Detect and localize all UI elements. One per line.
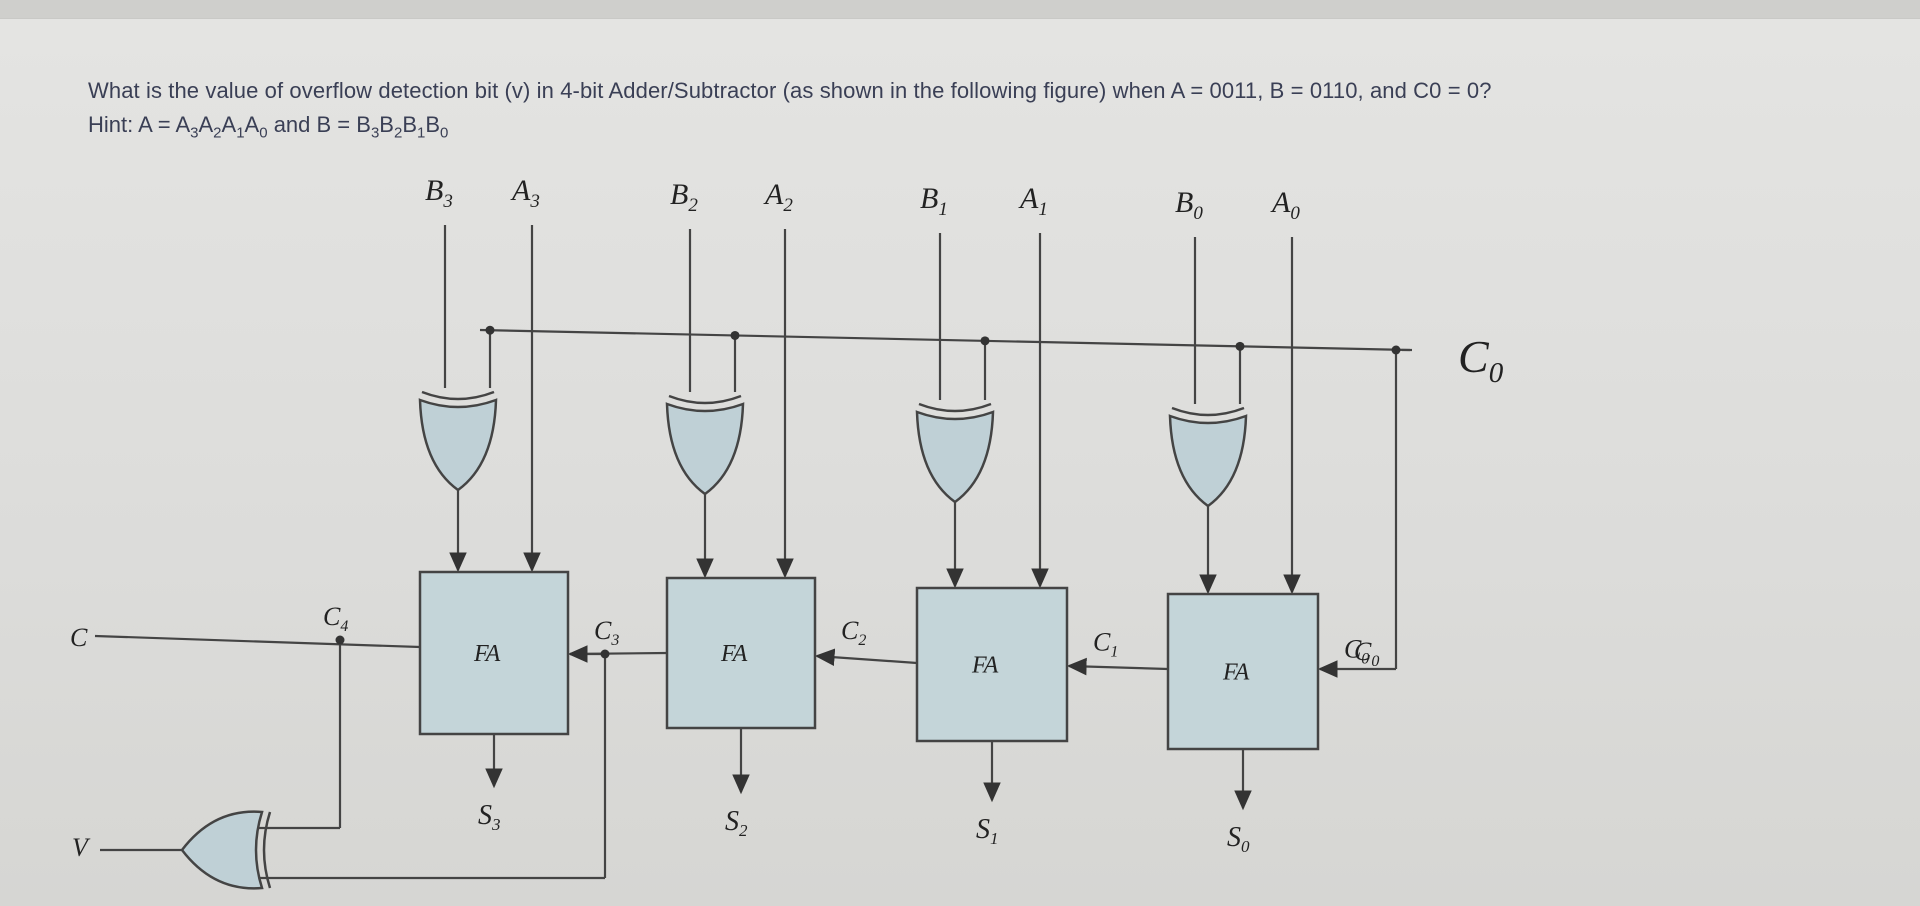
hint-middle: and B =: [267, 112, 357, 137]
label-a1: A1: [1018, 182, 1048, 220]
page-top-strip: [0, 0, 1920, 18]
wire-c2: [814, 648, 918, 667]
overflow-xor-back: [262, 811, 272, 889]
xor-back-curve-0: [421, 390, 495, 401]
label-b1: B1: [920, 182, 948, 220]
hint-a-term-3: A0: [244, 112, 268, 142]
junction-c0-1: [730, 330, 740, 340]
xor-back-curve-3: [1171, 406, 1245, 417]
full-adder-1: [665, 576, 817, 730]
label-a3: A3: [510, 174, 540, 212]
xor-gate-0: [418, 398, 498, 492]
hint-a-term-0: A3: [175, 112, 199, 142]
label-c0: C0: [1344, 635, 1369, 668]
junction-c4: [335, 635, 345, 645]
hint-b-term-0: B3: [356, 112, 380, 142]
fa-label-3: FA: [1222, 660, 1250, 686]
junction-c0-2: [980, 336, 990, 346]
full-adder-2: [915, 586, 1069, 743]
label-c1: C1: [1093, 628, 1118, 661]
junction-c0-3: [1235, 341, 1245, 351]
label-c: C: [70, 623, 88, 652]
label-a2: A2: [763, 178, 793, 216]
hint-prefix: Hint: A =: [88, 112, 176, 137]
hint-a-term-1: A2: [198, 112, 222, 142]
label-b2: B2: [670, 178, 698, 216]
label-v: V: [72, 833, 91, 862]
hint-b-terms: B3B2B1B0: [356, 112, 449, 142]
label-a0: A0: [1270, 186, 1300, 224]
full-adder-3: [1166, 592, 1320, 751]
label-c2: C2: [841, 616, 866, 649]
full-adder-0: [418, 570, 570, 736]
label-s2: S2: [725, 806, 748, 840]
wire-c-out: [94, 634, 421, 649]
label-b0: B0: [1175, 186, 1203, 224]
xor-gate-1: [665, 402, 745, 496]
hint-text: Hint: A = A3A2A1A0 and B = B3B2B1B0: [88, 112, 448, 141]
hint-b-term-2: B1: [402, 112, 426, 142]
junction-c0-0: [485, 325, 495, 335]
junction-c3: [600, 649, 610, 659]
wire-c1: [1066, 657, 1169, 676]
label-b3: B3: [425, 174, 453, 212]
label-s0: S0: [1227, 822, 1250, 856]
fa-label-0: FA: [473, 641, 501, 667]
xor-gate-2: [915, 410, 995, 504]
hint-a-terms: A3A2A1A0: [175, 112, 268, 142]
overflow-xor-gate: [180, 810, 264, 890]
label-s1: S1: [976, 814, 999, 848]
hint-b-term-3: B0: [425, 112, 449, 142]
label-c4: C4: [323, 602, 348, 635]
junction-c0-main: [1391, 345, 1401, 355]
xor-back-curve-1: [668, 394, 742, 405]
label-c3: C3: [594, 616, 619, 649]
c0-bus-wire: [479, 328, 1411, 352]
hint-a-term-2: A1: [221, 112, 245, 142]
label-c0-fa: C0: [1354, 637, 1379, 670]
question-text: What is the value of overflow detection …: [88, 78, 1492, 103]
fa-label-2: FA: [971, 653, 999, 679]
xor-back-curve-2: [918, 402, 992, 413]
label-s3: S3: [478, 800, 501, 834]
fa-label-1: FA: [720, 641, 748, 667]
hint-b-term-1: B2: [379, 112, 403, 142]
label-c0-main: C0: [1458, 331, 1504, 389]
xor-gate-3: [1168, 414, 1248, 508]
